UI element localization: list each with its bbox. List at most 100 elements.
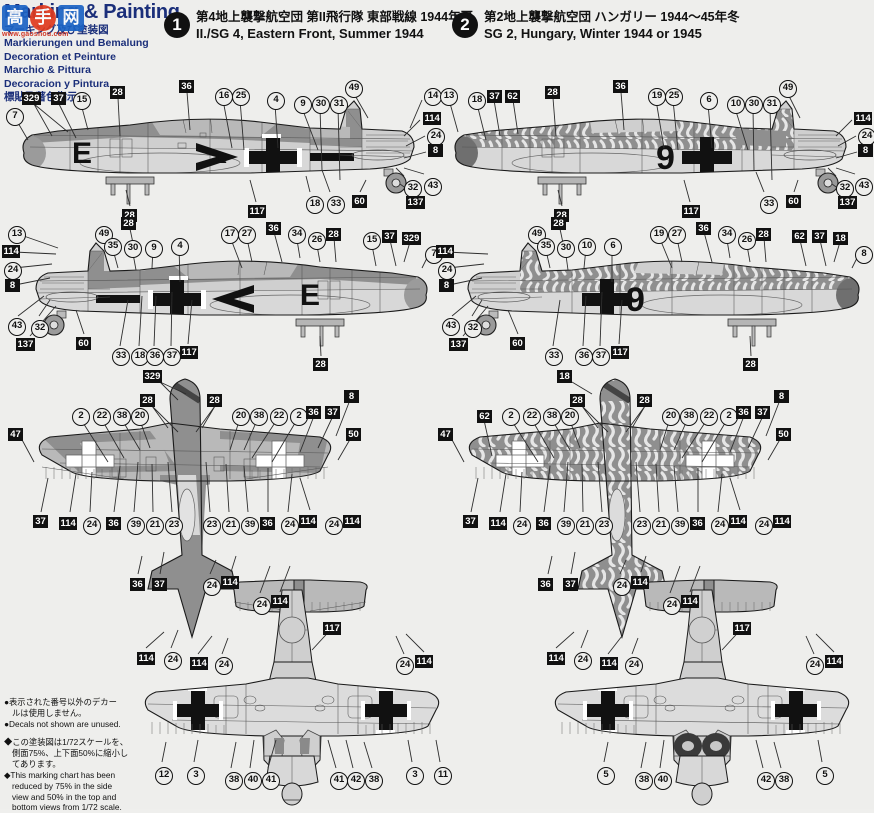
callout-117: 117 [323, 622, 342, 635]
callout-2: 2 [290, 408, 308, 426]
callout-43: 43 [442, 318, 460, 336]
callout-22: 22 [700, 408, 718, 426]
callout-37: 37 [812, 230, 827, 243]
callout-137: 137 [449, 338, 468, 351]
callout-30: 30 [557, 240, 575, 258]
callout-18: 18 [557, 370, 572, 383]
callout-40: 40 [654, 772, 672, 790]
callout-37: 37 [51, 92, 66, 105]
note-en-scale-2: reduced by 75% in the side [12, 780, 113, 791]
callout-10: 10 [578, 238, 596, 256]
callout-38: 38 [250, 408, 268, 426]
callout-24: 24 [755, 517, 773, 535]
callout-36: 36 [736, 406, 751, 419]
callout-24: 24 [613, 578, 631, 596]
callout-36: 36 [613, 80, 628, 93]
callout-2: 2 [502, 408, 520, 426]
callout-38: 38 [680, 408, 698, 426]
scheme-header-2: 2 第2地上襲撃航空団 ハンガリー 1944〜45年冬 SG 2, Hungar… [452, 10, 740, 43]
callout-13: 13 [8, 226, 26, 244]
callout-20: 20 [232, 408, 250, 426]
title-italian: Marchio & Pittura [4, 64, 91, 77]
callout-37: 37 [463, 515, 478, 528]
callout-28: 28 [545, 86, 560, 99]
callout-31: 31 [330, 96, 348, 114]
notes-block: ●表示された番号以外のデカー ルは使用しません。 ●Decals not sho… [4, 697, 170, 813]
callout-24: 24 [438, 262, 456, 280]
callout-19: 19 [650, 226, 668, 244]
callout-34: 34 [288, 226, 306, 244]
callout-42: 42 [347, 772, 365, 790]
callout-114: 114 [681, 595, 700, 608]
callout-2: 2 [72, 408, 90, 426]
callout-49: 49 [345, 80, 363, 98]
callout-329: 329 [22, 92, 41, 105]
callout-117: 117 [248, 205, 267, 218]
callout-31: 31 [763, 96, 781, 114]
callout-24: 24 [203, 578, 221, 596]
callout-24: 24 [574, 652, 592, 670]
callout-329: 329 [402, 232, 421, 245]
callout-49: 49 [779, 80, 797, 98]
callout-35: 35 [537, 238, 555, 256]
callout-43: 43 [424, 178, 442, 196]
note-en-scale-3: view and 50% in the top and [12, 791, 117, 802]
callout-38: 38 [365, 772, 383, 790]
callout-33: 33 [545, 348, 563, 366]
callout-15: 15 [73, 92, 91, 110]
callout-41: 41 [262, 772, 280, 790]
callout-114: 114 [137, 652, 156, 665]
callout-6: 6 [700, 92, 718, 110]
callout-39: 39 [241, 517, 259, 535]
note-jp-decal-1: ●表示された番号以外のデカー [4, 697, 117, 707]
callout-37: 37 [487, 90, 502, 103]
callout-28: 28 [207, 394, 222, 407]
callout-36: 36 [690, 517, 705, 530]
callout-36: 36 [306, 406, 321, 419]
callout-15: 15 [363, 232, 381, 250]
callout-22: 22 [523, 408, 541, 426]
callout-33: 33 [112, 348, 130, 366]
callout-8: 8 [428, 144, 443, 157]
callout-18: 18 [468, 92, 486, 110]
callout-21: 21 [146, 517, 164, 535]
callout-5: 5 [816, 767, 834, 785]
callout-20: 20 [662, 408, 680, 426]
callout-114: 114 [729, 515, 748, 528]
callout-36: 36 [536, 517, 551, 530]
callout-36: 36 [106, 517, 121, 530]
note-jp-scale-1: ◆この塗装図は1/72スケールを、 [4, 736, 129, 747]
callout-24: 24 [4, 262, 22, 280]
title-german: Markierungen und Bemalung [4, 37, 149, 50]
callout-37: 37 [592, 348, 610, 366]
callout-4: 4 [171, 238, 189, 256]
scheme-2-en: SG 2, Hungary, Winter 1944 or 1945 [484, 25, 702, 41]
note-en-scale-4: bottom views from 1/72 scale. [12, 802, 122, 813]
callout-37: 37 [152, 578, 167, 591]
callout-38: 38 [635, 772, 653, 790]
callout-36: 36 [146, 348, 164, 366]
scheme-2-jp: 第2地上襲撃航空団 ハンガリー 1944〜45年冬 [484, 10, 740, 24]
callout-28: 28 [121, 217, 136, 230]
callout-21: 21 [652, 517, 670, 535]
callout-33: 33 [327, 196, 345, 214]
callout-36: 36 [696, 222, 711, 235]
svg-text:9: 9 [656, 139, 675, 177]
callout-28: 28 [551, 217, 566, 230]
callout-16: 16 [215, 88, 233, 106]
callout-37: 37 [382, 230, 397, 243]
callout-23: 23 [595, 517, 613, 535]
callout-36: 36 [130, 578, 145, 591]
callout-114: 114 [343, 515, 362, 528]
callout-10: 10 [727, 96, 745, 114]
callout-43: 43 [8, 318, 26, 336]
callout-20: 20 [131, 408, 149, 426]
callout-22: 22 [93, 408, 111, 426]
scheme-header-1: 1 第4地上襲撃航空団 第II飛行隊 東部戦線 1944年夏 II./SG 4,… [164, 10, 473, 43]
note-en-scale-1: ◆This marking chart has been [4, 769, 116, 780]
callout-60: 60 [352, 195, 367, 208]
callout-9: 9 [294, 96, 312, 114]
callout-39: 39 [557, 517, 575, 535]
callout-19: 19 [648, 88, 666, 106]
